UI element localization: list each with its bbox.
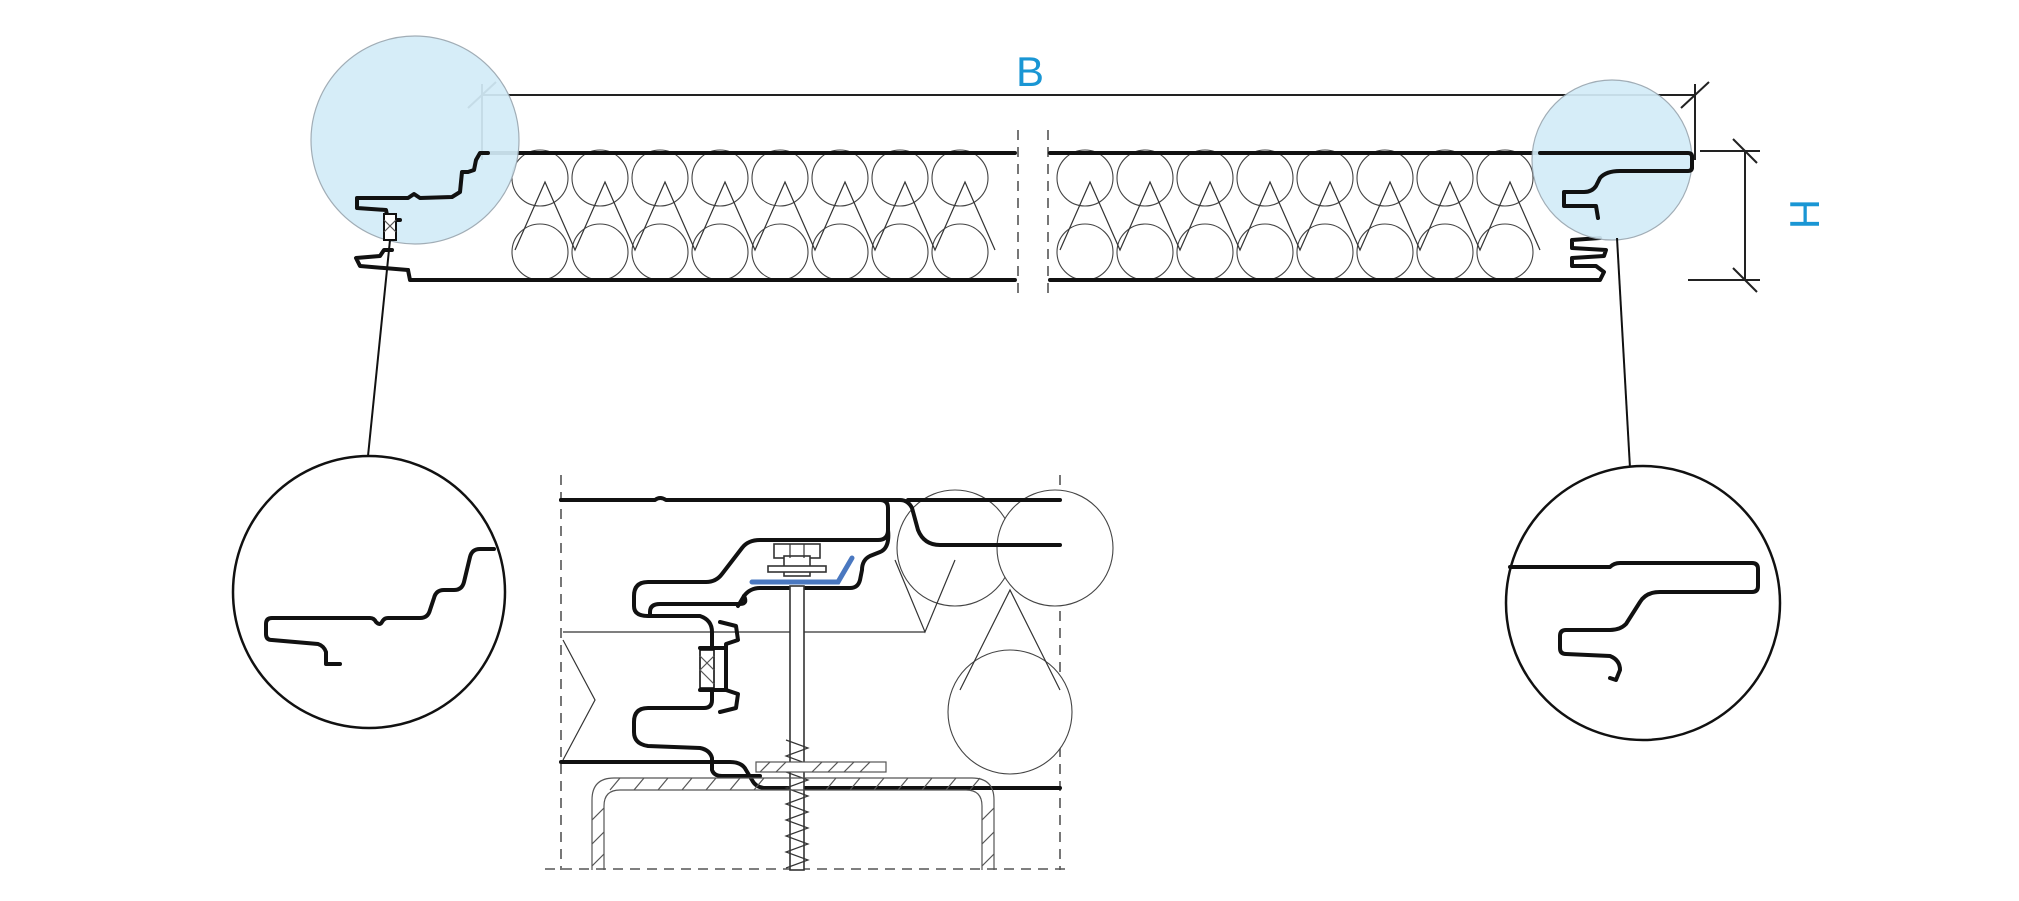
dimension-h: H [1688,138,1828,293]
break-lines [1017,130,1049,295]
bottom-skin [406,236,1608,282]
washer-accent [749,555,855,585]
dimension-b: B [467,48,1710,160]
right-joint-highlight [1531,79,1693,241]
sandwich-panel-cross-section [354,130,1694,295]
left-joint-edge [355,151,490,222]
dimension-h-label: H [1781,199,1828,229]
dimension-b-label: B [1016,48,1044,95]
right-leader-line [1616,237,1631,469]
base-strip [755,761,887,773]
fastened-joint-detail [545,475,1114,871]
left-seal-strip [383,213,397,241]
screw-shank [784,585,810,871]
support-beam [591,777,995,870]
mineral-wool-core-right [1056,149,1541,281]
detail-seal [699,649,715,689]
right-joint-detail [1504,464,1782,742]
right-joint-edge [1538,151,1694,220]
mineral-wool-core-left [511,149,996,281]
left-leader-line [367,239,391,457]
left-joint-highlight [310,35,520,245]
screw-head [767,543,827,577]
left-bottom-hook [354,248,410,272]
detail-insulation [562,489,1114,775]
left-joint-detail [231,454,507,730]
